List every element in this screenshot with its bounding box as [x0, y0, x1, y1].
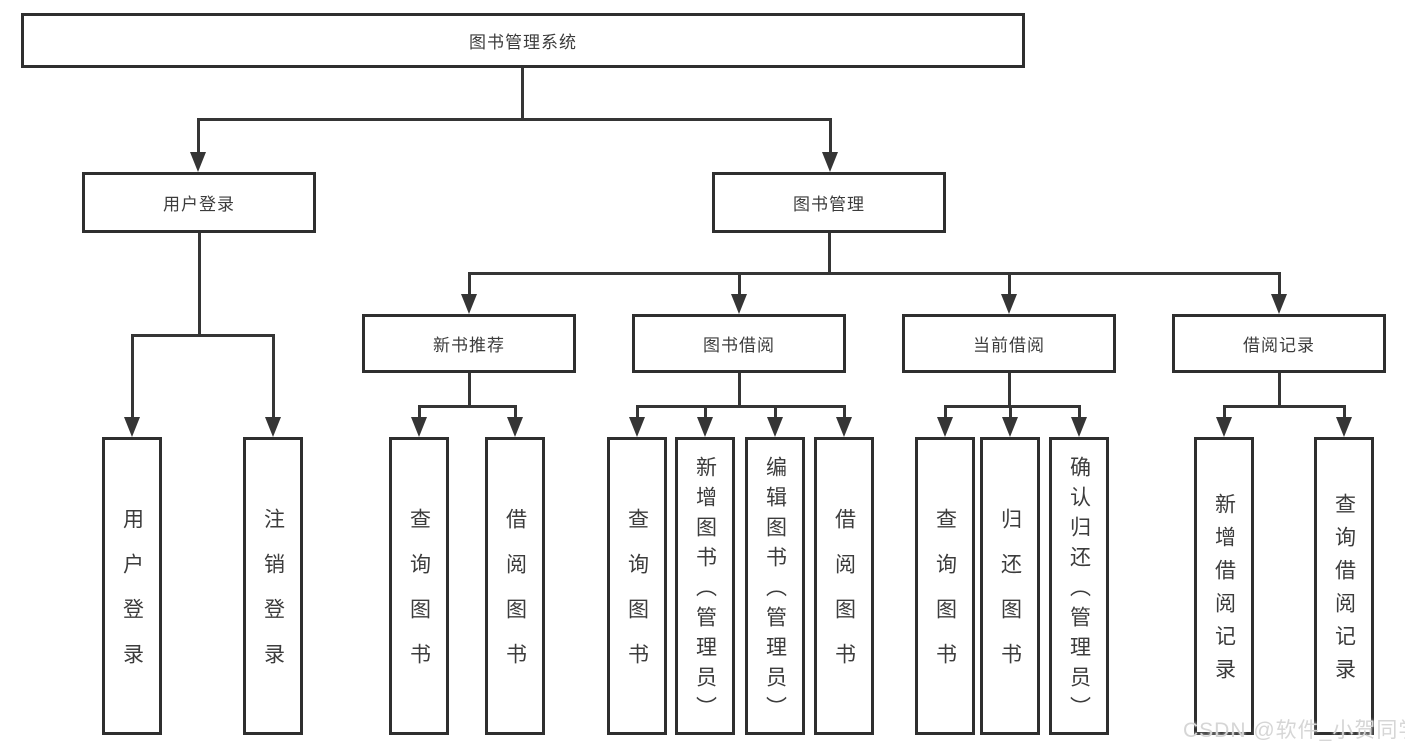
edge-root-bar [197, 118, 831, 121]
arrowhead-icon [1216, 417, 1232, 437]
leaf-newbooks-query: 查询图书 [389, 437, 449, 735]
edge-currentborrow-drop-3 [1078, 405, 1081, 419]
leaf-records-add-label: 新增借阅记录 [1212, 493, 1236, 691]
node-book-borrow: 图书借阅 [632, 314, 846, 373]
edge-currentborrow-bar [944, 405, 1081, 408]
arrowhead-icon [1001, 294, 1017, 314]
arrowhead-icon [629, 417, 645, 437]
leaf-bookborrow-add: 新增图书（管理员） [675, 437, 735, 735]
leaf-records-query: 查询借阅记录 [1314, 437, 1374, 735]
arrowhead-icon [124, 417, 140, 437]
edge-currentborrow-drop-2 [1009, 405, 1012, 419]
edge-bookborrow-drop-3 [774, 405, 777, 419]
arrowhead-icon [836, 417, 852, 437]
arrowhead-icon [507, 417, 523, 437]
node-book-mgmt-label: 图书管理 [793, 195, 865, 214]
leaf-user-login: 用户登录 [102, 437, 162, 735]
watermark: CSDN @软件_小贺同学 [1183, 719, 1405, 742]
node-book-borrow-label: 图书借阅 [703, 336, 775, 355]
arrowhead-icon [1271, 294, 1287, 314]
arrowhead-icon [1071, 417, 1087, 437]
edge-newbooks-drop-1 [418, 405, 421, 419]
edge-root-drop-left [197, 118, 200, 154]
node-user-login: 用户登录 [82, 172, 316, 233]
node-borrow-records-label: 借阅记录 [1243, 336, 1315, 355]
leaf-bookborrow-query-label: 查询图书 [625, 508, 649, 688]
node-borrow-records: 借阅记录 [1172, 314, 1386, 373]
leaf-logout: 注销登录 [243, 437, 303, 735]
edge-root-drop-right [829, 118, 832, 154]
arrowhead-icon [937, 417, 953, 437]
edge-userlogin-bar [131, 334, 275, 337]
edge-bookmgmt-drop-3 [1008, 272, 1011, 296]
leaf-currentborrow-return: 归还图书 [980, 437, 1040, 735]
edge-userlogin-drop-2 [272, 334, 275, 419]
arrowhead-icon [767, 417, 783, 437]
arrowhead-icon [1002, 417, 1018, 437]
edge-borrowrecords-bar [1223, 405, 1346, 408]
leaf-currentborrow-confirm: 确认归还（管理员） [1049, 437, 1109, 735]
node-root-label: 图书管理系统 [469, 33, 577, 52]
edge-borrowrecords-stem [1278, 373, 1281, 408]
node-current-borrow: 当前借阅 [902, 314, 1116, 373]
leaf-bookborrow-borrow: 借阅图书 [814, 437, 874, 735]
leaf-newbooks-borrow-label: 借阅图书 [503, 508, 527, 688]
edge-newbooks-stem [468, 373, 471, 408]
edge-bookborrow-drop-2 [704, 405, 707, 419]
arrowhead-icon [411, 417, 427, 437]
leaf-newbooks-borrow: 借阅图书 [485, 437, 545, 735]
edge-currentborrow-stem [1008, 373, 1011, 408]
edge-bookmgmt-bar [468, 272, 1281, 275]
leaf-currentborrow-query-label: 查询图书 [933, 508, 957, 688]
leaf-bookborrow-add-label: 新增图书（管理员） [693, 455, 717, 726]
leaf-records-query-label: 查询借阅记录 [1332, 493, 1356, 691]
leaf-currentborrow-confirm-label: 确认归还（管理员） [1067, 455, 1091, 726]
edge-bookmgmt-drop-2 [738, 272, 741, 296]
edge-currentborrow-drop-1 [944, 405, 947, 419]
leaf-bookborrow-borrow-label: 借阅图书 [832, 508, 856, 688]
leaf-newbooks-query-label: 查询图书 [407, 508, 431, 688]
edge-root-stem [521, 68, 524, 121]
node-root: 图书管理系统 [21, 13, 1025, 68]
edge-bookmgmt-drop-4 [1278, 272, 1281, 296]
leaf-currentborrow-return-label: 归还图书 [998, 508, 1022, 688]
edge-bookborrow-drop-4 [843, 405, 846, 419]
arrowhead-icon [731, 294, 747, 314]
edge-userlogin-drop-1 [131, 334, 134, 419]
arrowhead-icon [461, 294, 477, 314]
arrowhead-icon [1336, 417, 1352, 437]
edge-borrowrecords-drop-1 [1223, 405, 1226, 419]
edge-newbooks-drop-2 [514, 405, 517, 419]
leaf-bookborrow-edit: 编辑图书（管理员） [745, 437, 805, 735]
edge-bookborrow-drop-1 [636, 405, 639, 419]
edge-newbooks-bar [418, 405, 517, 408]
node-new-books-label: 新书推荐 [433, 336, 505, 355]
leaf-user-login-label: 用户登录 [120, 508, 144, 688]
leaf-bookborrow-edit-label: 编辑图书（管理员） [763, 455, 787, 726]
node-current-borrow-label: 当前借阅 [973, 336, 1045, 355]
leaf-records-add: 新增借阅记录 [1194, 437, 1254, 735]
edge-bookmgmt-drop-1 [468, 272, 471, 296]
leaf-logout-label: 注销登录 [261, 508, 285, 688]
edge-bookborrow-bar [636, 405, 845, 408]
leaf-currentborrow-query: 查询图书 [915, 437, 975, 735]
edge-borrowrecords-drop-2 [1343, 405, 1346, 419]
edge-bookborrow-stem [738, 373, 741, 408]
arrowhead-icon [697, 417, 713, 437]
edge-userlogin-stem [198, 233, 201, 337]
arrowhead-icon [265, 417, 281, 437]
arrowhead-icon [190, 152, 206, 172]
leaf-bookborrow-query: 查询图书 [607, 437, 667, 735]
edge-bookmgmt-stem [828, 233, 831, 275]
node-book-mgmt: 图书管理 [712, 172, 946, 233]
arrowhead-icon [822, 152, 838, 172]
node-user-login-label: 用户登录 [163, 195, 235, 214]
node-new-books: 新书推荐 [362, 314, 576, 373]
